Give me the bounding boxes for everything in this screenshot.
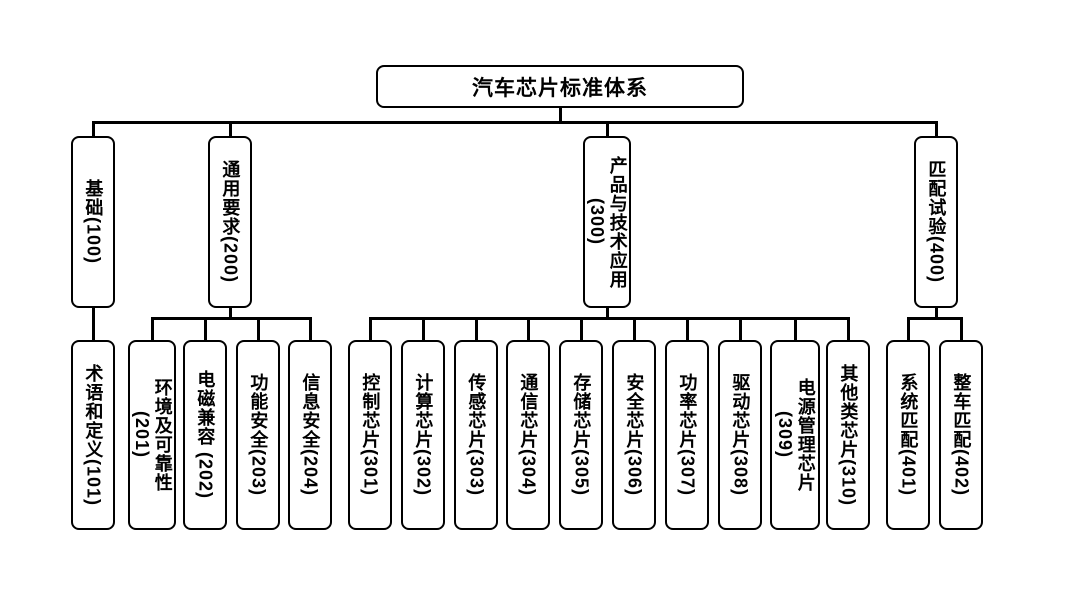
node-other-chips-310: 其他类芯片(310) bbox=[826, 340, 870, 530]
node-general-requirements-200: 通用要求(200) bbox=[208, 136, 252, 308]
connector-drop-303 bbox=[474, 317, 478, 340]
connector-root-stem bbox=[558, 105, 562, 122]
connector-stem-300 bbox=[605, 306, 609, 320]
node-vehicle-matching-402: 整车匹配(402) bbox=[939, 340, 983, 530]
node-information-security-204: 信息安全(204) bbox=[288, 340, 332, 530]
connector-drop-402 bbox=[959, 317, 963, 340]
node-sensing-chip-303: 传感芯片(303) bbox=[454, 340, 498, 530]
connector-drop-306 bbox=[632, 317, 636, 340]
connector-drop-309 bbox=[793, 317, 797, 340]
connector-drop-branch-100 bbox=[91, 121, 95, 136]
connector-drop-401 bbox=[906, 317, 910, 340]
node-communication-chip-304-label: 通信芯片(304) bbox=[518, 373, 539, 497]
connector-rail-200 bbox=[150, 317, 312, 320]
node-basics-100-label: 基础(100) bbox=[83, 179, 104, 265]
connector-drop-204 bbox=[308, 317, 312, 340]
connector-drop-307 bbox=[685, 317, 689, 340]
node-control-chip-301-label: 控制芯片(301) bbox=[360, 373, 381, 497]
node-driver-chip-308: 驱动芯片(308) bbox=[718, 340, 762, 530]
node-product-technology-application-300-label: 产品与技术应用 (300) bbox=[587, 155, 628, 289]
node-power-chip-307: 功率芯片(307) bbox=[665, 340, 709, 530]
node-matching-test-400: 匹配试验(400) bbox=[914, 136, 958, 308]
node-root-title: 汽车芯片标准体系 bbox=[376, 65, 744, 108]
node-computing-chip-302-label: 计算芯片(302) bbox=[413, 373, 434, 497]
connector-stem-200 bbox=[228, 306, 232, 320]
node-functional-safety-203: 功能安全(203) bbox=[236, 340, 280, 530]
node-control-chip-301: 控制芯片(301) bbox=[348, 340, 392, 530]
node-environment-reliability-201: 环境及可靠性 (201) bbox=[128, 340, 176, 530]
connector-top-rail bbox=[91, 121, 938, 124]
connector-drop-branch-400 bbox=[934, 121, 938, 136]
connector-drop-203 bbox=[256, 317, 260, 340]
connector-drop-branch-300 bbox=[605, 121, 609, 136]
node-other-chips-310-label: 其他类芯片(310) bbox=[838, 363, 859, 507]
node-system-matching-401: 系统匹配(401) bbox=[886, 340, 930, 530]
connector-stem-400 bbox=[934, 306, 938, 320]
node-storage-chip-305-label: 存储芯片(305) bbox=[571, 373, 592, 497]
connector-stem-100-101 bbox=[91, 306, 95, 340]
node-matching-test-400-label: 匹配试验(400) bbox=[926, 160, 947, 284]
node-environment-reliability-201-label: 环境及可靠性 (201) bbox=[132, 378, 173, 492]
node-sensing-chip-303-label: 传感芯片(303) bbox=[466, 373, 487, 497]
node-system-matching-401-label: 系统匹配(401) bbox=[898, 373, 919, 497]
connector-rail-400 bbox=[906, 317, 963, 320]
connector-drop-202 bbox=[203, 317, 207, 340]
node-power-chip-307-label: 功率芯片(307) bbox=[677, 373, 698, 497]
connector-drop-304 bbox=[526, 317, 530, 340]
node-root-label: 汽车芯片标准体系 bbox=[472, 76, 648, 100]
node-emc-202-label: 电磁兼容 (202) bbox=[195, 370, 216, 500]
node-vehicle-matching-402-label: 整车匹配(402) bbox=[951, 373, 972, 497]
node-terms-definitions-101-label: 术语和定义(101) bbox=[83, 363, 104, 507]
node-emc-202: 电磁兼容 (202) bbox=[183, 340, 227, 530]
node-power-management-chip-309-label: 电源管理芯片 (309) bbox=[775, 378, 816, 492]
connector-drop-308 bbox=[738, 317, 742, 340]
node-general-requirements-200-label: 通用要求(200) bbox=[220, 160, 241, 284]
node-communication-chip-304: 通信芯片(304) bbox=[506, 340, 550, 530]
node-security-chip-306-label: 安全芯片(306) bbox=[624, 373, 645, 497]
node-information-security-204-label: 信息安全(204) bbox=[300, 373, 321, 497]
node-power-management-chip-309: 电源管理芯片 (309) bbox=[770, 340, 820, 530]
connector-rail-300 bbox=[368, 317, 850, 320]
connector-drop-310 bbox=[846, 317, 850, 340]
node-terms-definitions-101: 术语和定义(101) bbox=[71, 340, 115, 530]
node-storage-chip-305: 存储芯片(305) bbox=[559, 340, 603, 530]
node-driver-chip-308-label: 驱动芯片(308) bbox=[730, 373, 751, 497]
connector-drop-305 bbox=[579, 317, 583, 340]
connector-drop-201 bbox=[150, 317, 154, 340]
connector-drop-302 bbox=[421, 317, 425, 340]
node-product-technology-application-300: 产品与技术应用 (300) bbox=[583, 136, 631, 308]
node-basics-100: 基础(100) bbox=[71, 136, 115, 308]
node-functional-safety-203-label: 功能安全(203) bbox=[248, 373, 269, 497]
connector-drop-301 bbox=[368, 317, 372, 340]
connector-drop-branch-200 bbox=[228, 121, 232, 136]
node-computing-chip-302: 计算芯片(302) bbox=[401, 340, 445, 530]
node-security-chip-306: 安全芯片(306) bbox=[612, 340, 656, 530]
